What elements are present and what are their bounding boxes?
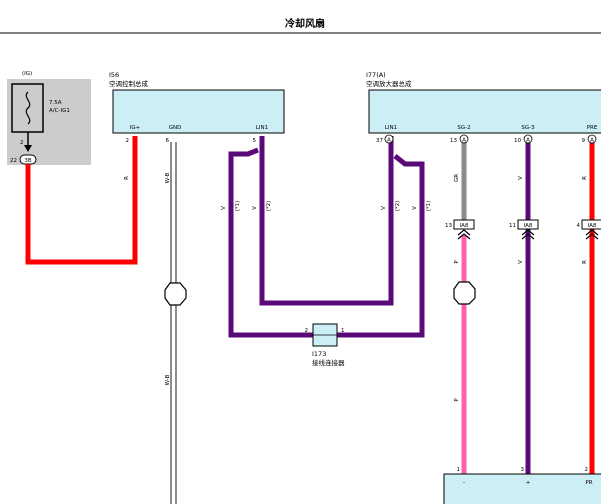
wire-label-lin-right-code: (*2) bbox=[395, 201, 401, 212]
wire-lin-loop-inner bbox=[259, 136, 394, 306]
ia8-pin-13: 13 bbox=[445, 223, 452, 229]
i56-id: I56 bbox=[109, 71, 119, 79]
i173-name: 接线连接器 bbox=[312, 358, 345, 367]
ia8-box-11 bbox=[517, 219, 539, 230]
wire-label-sg3-upper: V bbox=[518, 176, 524, 180]
wire-label-lin-right-color: V bbox=[381, 206, 387, 210]
i173-pin-left: 2 bbox=[305, 328, 309, 334]
i173-connector: 2 1 I173 接线连接器 bbox=[305, 323, 345, 367]
wire-lin-loop-outer-right bbox=[337, 154, 425, 338]
ia8-box-13 bbox=[453, 219, 475, 230]
i77-pin-num-13: 13 bbox=[450, 138, 457, 144]
ia8-chevron-icon-11 bbox=[521, 229, 535, 240]
i56-pin-num-5: 5 bbox=[253, 138, 257, 144]
wire-label-sg2-upper: GR bbox=[454, 174, 460, 182]
i56-pin-label-gnd: GND bbox=[169, 125, 182, 131]
i56-pin-num-2: 2 bbox=[126, 138, 130, 144]
i77-pin-label-lin1: LIN1 bbox=[385, 125, 397, 131]
bottom-pin-label-plus: + bbox=[526, 480, 531, 486]
ia8-label-4: IA8 bbox=[588, 223, 597, 229]
ia8-box-4 bbox=[581, 219, 601, 230]
wire-lin-loop-outer-left bbox=[228, 147, 313, 338]
i56-pin-label-igplus: IG+ bbox=[130, 125, 141, 131]
i77-pin-conn-9-label: A bbox=[590, 138, 594, 144]
wire-ig-red bbox=[25, 136, 138, 265]
fuse-name: A/C-IG1 bbox=[49, 108, 70, 114]
ia8-pin-11: 11 bbox=[509, 223, 516, 229]
bottom-pin-num-1: 1 bbox=[457, 467, 461, 473]
i77-id: I77(A) bbox=[366, 71, 386, 79]
wire-label-gnd-lower: W-B bbox=[165, 374, 171, 385]
i77-name: 空调放大器总成 bbox=[366, 79, 412, 88]
i77-pin-connector-10 bbox=[523, 134, 533, 144]
ia8-chevron-icon-4 bbox=[585, 229, 599, 240]
i77-pin-connector-37 bbox=[384, 134, 394, 144]
ia8-label-13: IA8 bbox=[460, 223, 469, 229]
sg2-splice-icon bbox=[453, 281, 476, 305]
page-title: 冷却风扇 bbox=[285, 17, 325, 30]
wire-ground bbox=[170, 142, 177, 504]
i77-pin-num-10: 10 bbox=[514, 138, 521, 144]
bottom-pin-num-3: 3 bbox=[521, 467, 525, 473]
wire-label-lin-mid-code: (*2) bbox=[266, 201, 272, 212]
i77-pin-num-9: 9 bbox=[582, 138, 586, 144]
fuse-arrow-icon bbox=[24, 145, 32, 152]
bottom-pin-label-pr: PR bbox=[585, 480, 592, 486]
bottom-pin-label-minus: - bbox=[463, 480, 465, 486]
bottom-component-box bbox=[443, 473, 601, 504]
i173-id: I173 bbox=[312, 350, 326, 358]
i77-pin-conn-10-label: A bbox=[526, 138, 530, 144]
fuse-block-label: (IG) bbox=[22, 71, 32, 77]
wire-label-lin-left-color: V bbox=[221, 206, 227, 210]
i77-box bbox=[368, 89, 601, 134]
wire-label-gnd-upper: W-B bbox=[165, 172, 171, 183]
wire-label-lin-far-color: V bbox=[412, 206, 418, 210]
fuse-block-background bbox=[7, 79, 91, 165]
ia8-connector-4: 4 IA8 bbox=[577, 219, 601, 240]
ground-splice-icon bbox=[164, 282, 187, 306]
bottom-pin-num-2: 2 bbox=[585, 467, 589, 473]
i77-pin-label-sg3: SG-3 bbox=[521, 125, 535, 131]
i77-pin-num-37: 37 bbox=[376, 138, 383, 144]
i173-pin-right: 1 bbox=[341, 328, 345, 334]
i56-pin-label-lin1: LIN1 bbox=[256, 125, 268, 131]
i77-pin-connector-13 bbox=[459, 134, 469, 144]
ia8-connector-11: 11 IA8 bbox=[509, 219, 539, 240]
wire-label-lin-far-code: (*1) bbox=[426, 201, 432, 212]
i77-pin-label-sg2: SG-2 bbox=[457, 125, 470, 131]
ia8-pin-4: 4 bbox=[577, 223, 581, 229]
wire-label-lin-mid-color: V bbox=[252, 206, 258, 210]
ia8-label-11: IA8 bbox=[524, 223, 533, 229]
fuse-pin-bottom: 22 bbox=[10, 158, 17, 164]
wire-label-ig: R bbox=[124, 176, 130, 180]
fuse-connector-label: 3B bbox=[24, 158, 31, 164]
fuse-block: (IG) 7.5A A/C-IG1 2 22 3B bbox=[7, 71, 91, 165]
wire-label-sg3-lower: V bbox=[518, 260, 524, 264]
wire-label-sg2-bottom: P bbox=[454, 398, 460, 402]
wire-label-sg2-lower: P bbox=[454, 260, 460, 264]
i77-pin-label-pre: PRE bbox=[587, 125, 598, 131]
ia8-chevron-icon-13 bbox=[457, 229, 471, 240]
wire-label-pre-upper: R bbox=[582, 176, 588, 180]
ia8-connector-13: 13 IA8 bbox=[445, 219, 475, 240]
wire-label-pre-lower: R bbox=[582, 260, 588, 264]
fuse-pin-top: 2 bbox=[20, 140, 24, 146]
fuse-rating: 7.5A bbox=[49, 100, 62, 106]
i77-pin-conn-37-label: A bbox=[387, 138, 391, 144]
i56-box bbox=[112, 89, 285, 134]
i77-pin-connector-9 bbox=[587, 134, 597, 144]
i56-name: 空调控制总成 bbox=[109, 79, 149, 88]
i56-pin-num-6: 6 bbox=[166, 138, 170, 144]
i77-pin-conn-13-label: A bbox=[462, 138, 466, 144]
fuse-icon bbox=[25, 91, 31, 125]
wire-label-lin-left-code: (*1) bbox=[235, 201, 241, 212]
